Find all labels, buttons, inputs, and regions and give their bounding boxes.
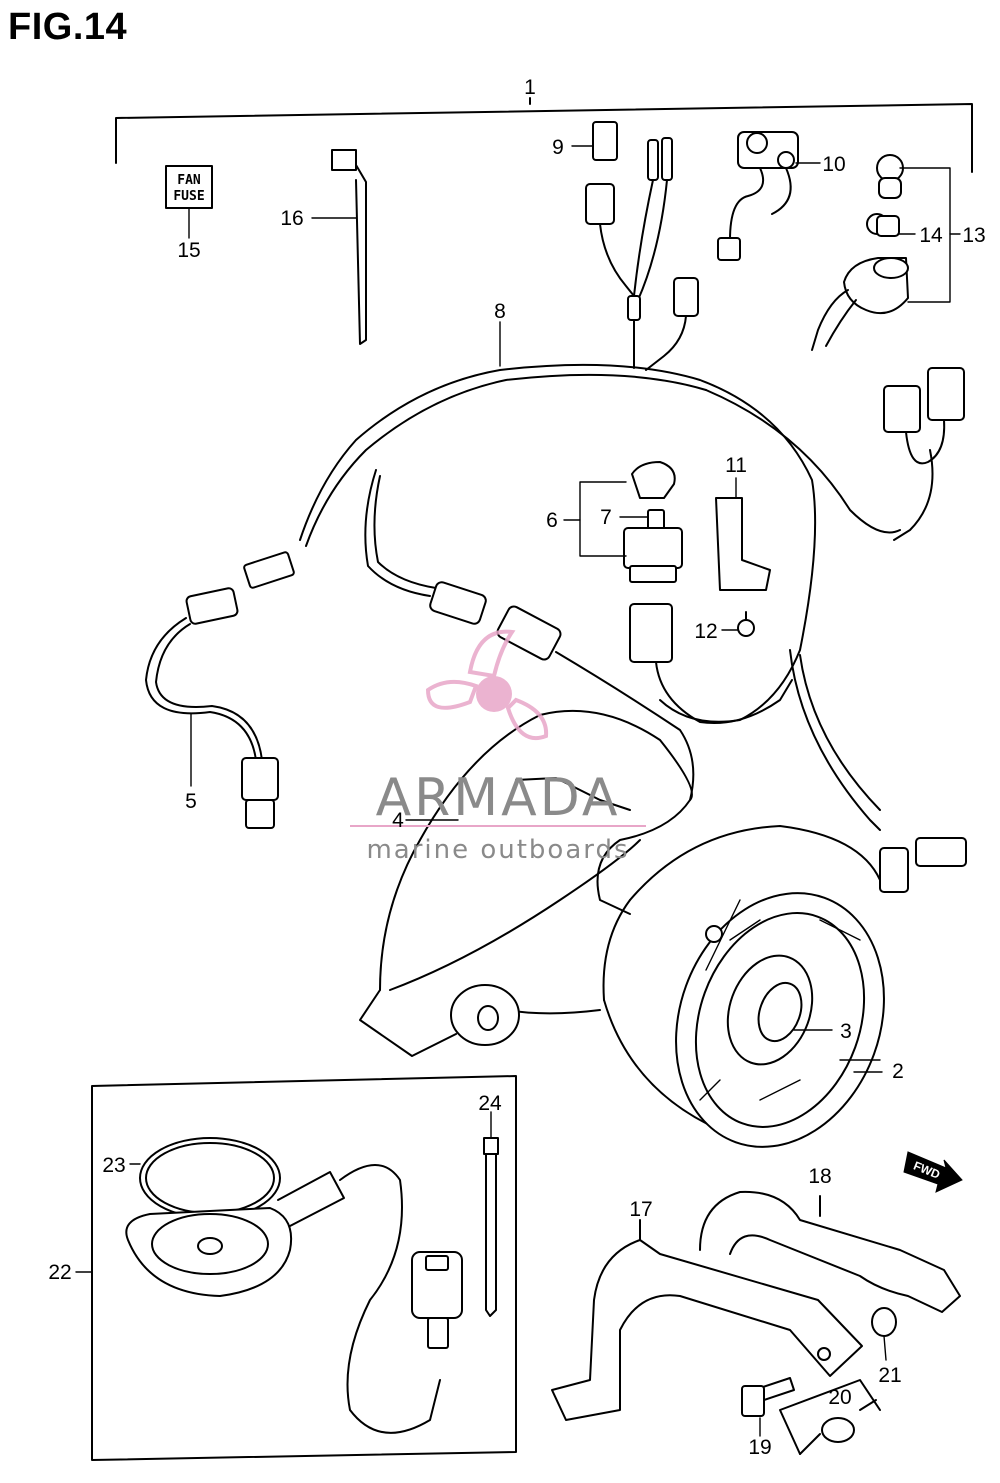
callout-13: 13	[962, 224, 985, 247]
mount-brackets-17-18	[551, 1190, 961, 1421]
callout-8: 8	[494, 300, 506, 323]
fuse-label-line2: FUSE	[173, 189, 204, 204]
harness-connectors	[243, 551, 695, 915]
cable-tie-16	[311, 149, 367, 345]
callout-24: 24	[478, 1092, 502, 1115]
callout-2: 2	[892, 1060, 904, 1083]
sensor-kit-box-22	[75, 1075, 517, 1461]
branch-connector	[645, 277, 699, 371]
collar-20	[779, 1379, 881, 1455]
bolt-19	[741, 1377, 795, 1437]
fan-shroud-4	[359, 709, 693, 1057]
callout-21: 21	[878, 1364, 901, 1387]
callout-5: 5	[185, 790, 197, 813]
callout-15: 15	[177, 239, 200, 262]
temp-sensor-5	[145, 587, 279, 829]
fuse-holder-9	[571, 121, 673, 369]
harness-bracket-1	[115, 97, 973, 173]
bracket-11	[715, 477, 771, 637]
callout-16: 16	[280, 207, 303, 230]
fwd-arrow-icon: FWD	[903, 1151, 963, 1193]
callout-9: 9	[552, 136, 564, 159]
callout-18: 18	[808, 1165, 831, 1188]
fuse-label-line1: FAN	[177, 173, 201, 188]
watermark-brand: ARMADA	[376, 768, 621, 828]
callout-19: 19	[748, 1436, 771, 1459]
fan-fuse-label: FAN FUSE	[165, 165, 213, 239]
callout-17: 17	[629, 1198, 652, 1221]
callout-7: 7	[600, 506, 612, 529]
figure-title: FIG.14	[8, 6, 128, 48]
callout-10: 10	[822, 153, 845, 176]
callout-3: 3	[840, 1020, 852, 1043]
callout-numbers: 1 2 3 4 5 6 7 8 9 10 11 12 13 14 15 16 1…	[48, 76, 985, 1459]
fan-motor-2	[602, 825, 885, 1148]
relay-6	[563, 461, 793, 725]
switch-10	[717, 131, 821, 261]
main-harness-8	[299, 321, 901, 831]
propeller-logo-icon	[425, 629, 549, 740]
callout-6: 6	[546, 509, 558, 532]
nut-21	[871, 1307, 897, 1361]
dual-connector-right	[883, 367, 965, 541]
callout-22: 22	[48, 1261, 71, 1284]
callout-20: 20	[828, 1386, 851, 1409]
watermark: ARMADA marine outboards	[350, 629, 646, 865]
callout-14: 14	[919, 224, 943, 247]
callout-11: 11	[725, 454, 747, 477]
watermark-tagline: marine outboards	[366, 835, 629, 865]
motor-connector-pair	[879, 837, 967, 893]
callout-23: 23	[102, 1154, 125, 1177]
callout-12: 12	[694, 620, 717, 643]
callout-4: 4	[392, 809, 404, 832]
bulb-group-13	[811, 154, 961, 351]
callout-1: 1	[524, 76, 536, 99]
